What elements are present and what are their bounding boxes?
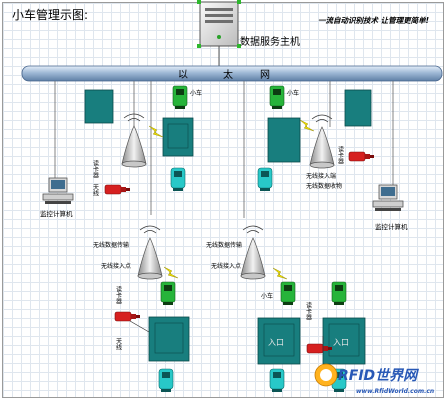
network-char-3: 网 [260,69,270,81]
door-label-right: 入口 [333,338,349,347]
rfid-reader-icon [104,184,131,195]
cart-icon [331,281,347,306]
wireless-signal-icon [299,119,315,132]
rfidworld-logo: RFID世界网 www.RfidWorld.com.cn [314,363,434,395]
svg-text:RFID世界网: RFID世界网 [338,368,419,384]
wireless-signal-icon [272,267,288,280]
svg-text:www.RfidWorld.com.cn: www.RfidWorld.com.cn [356,388,434,395]
cart-label-1: 小车 [190,89,202,97]
antenna-label-left: 天线 [92,184,99,196]
slogan-text: 一流自动识别技术 让管理更简单! [318,16,429,25]
wireless-transmit-right: 无线数据传输 [206,241,242,249]
monitor-computer-icon [42,177,74,205]
cart-icon [280,281,296,306]
rfid-reader-icon [114,311,141,322]
door-lower-center [257,317,301,365]
cart-icon [170,167,186,192]
reader-label-left: 读卡器 [92,159,99,179]
door-far-right [344,89,372,127]
wireless-access-left: 无线接入点 [101,262,131,270]
door-upper-right [267,117,301,163]
reader-label-right: 读卡器 [337,145,344,165]
ethernet-bus [21,65,443,82]
wireless-access-right: 无线接入点 [211,262,241,270]
cart-label-2: 小车 [287,89,299,97]
server-label: 数据服务主机 [240,35,300,48]
antenna-label-lower: 天线 [115,338,122,350]
rfid-reader-icon [348,151,375,162]
server-icon [197,0,241,48]
cart-icon [269,368,285,393]
monitor-label-right: 监控计算机 [375,222,408,231]
cart-label-3: 小车 [261,292,273,300]
door-upper-left [84,89,114,124]
cart-icon [269,85,285,110]
cart-icon [160,281,176,306]
monitor-computer-icon [372,184,404,212]
network-char-1: 以 [178,70,188,81]
cart-icon [172,85,188,110]
cart-icon [158,368,174,393]
reader-label-lower-right: 读卡器 [305,301,312,321]
access-point-icon [137,225,163,280]
wireless-signal-icon [163,266,179,279]
monitor-label-left: 监控计算机 [40,209,73,218]
network-char-2: 太 [223,68,233,81]
cart-icon [257,167,273,192]
wireless-transmit-left: 无线数据传输 [93,241,129,249]
access-point-icon [240,225,266,280]
reader-label-lower: 读卡器 [115,285,122,305]
diagram-title: 小车管理示图: [12,7,88,22]
door-upper-center [162,117,194,157]
door-label-center: 入口 [268,338,284,347]
door-lower-left [148,316,190,362]
access-end-label: 无线接入端 [306,172,336,180]
wireless-device-label: 无线数据收物 [306,182,342,190]
